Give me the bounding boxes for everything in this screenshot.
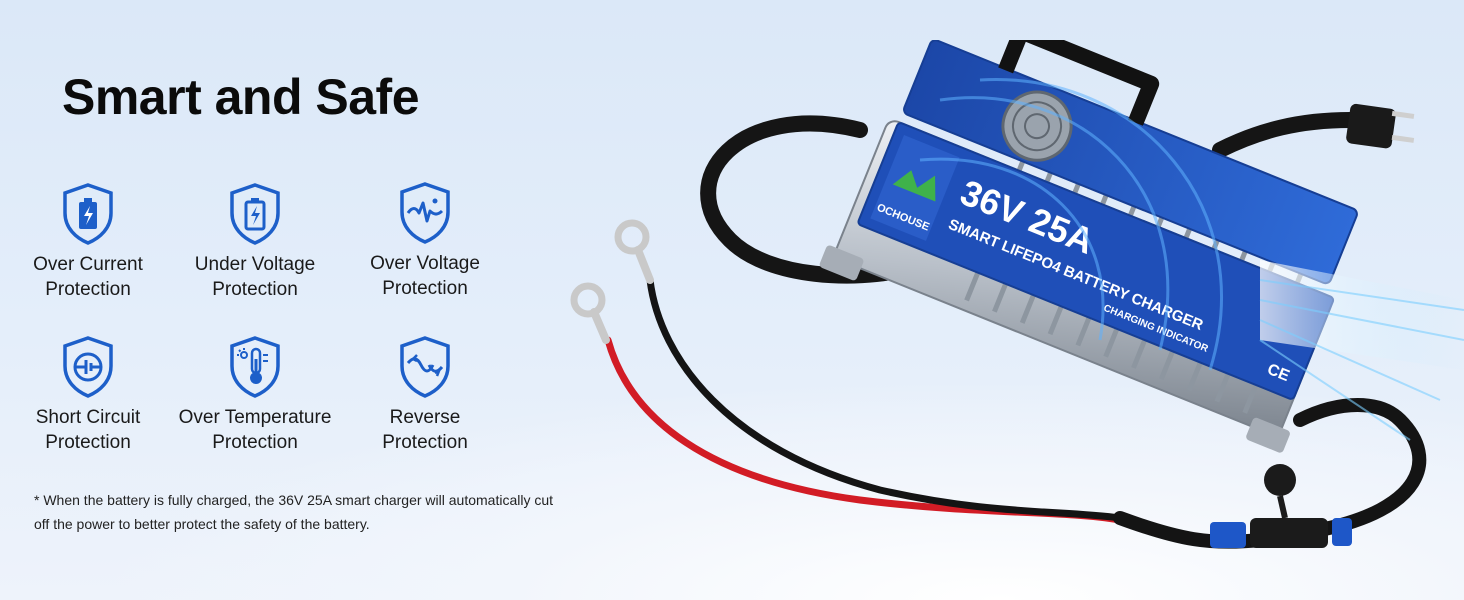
reverse-shield-icon xyxy=(400,336,450,398)
footnote: * When the battery is fully charged, the… xyxy=(34,488,634,536)
feature-label-line1: Over Current xyxy=(33,254,143,275)
feature-over-voltage: Over Voltage Protection xyxy=(340,181,510,301)
feature-label-line2: Protection xyxy=(212,432,298,453)
battery-bolt-shield-icon xyxy=(230,183,280,245)
feature-over-temperature: Over Temperature Protection xyxy=(170,335,340,455)
feature-label-line2: Protection xyxy=(45,279,131,300)
feature-label-line2: Protection xyxy=(212,279,298,300)
feature-label-line1: Under Voltage xyxy=(194,254,316,275)
thermometer-shield-icon xyxy=(230,336,280,398)
battery-shield-icon xyxy=(63,183,113,245)
feature-label-line1: Over Voltage xyxy=(370,253,480,274)
page-title: Smart and Safe xyxy=(62,69,420,125)
feature-label-line1: Over Temperature xyxy=(178,407,332,428)
feature-label-line2: Protection xyxy=(382,432,468,453)
feature-reverse: Reverse Protection xyxy=(340,335,510,455)
footnote-line1: * When the battery is fully charged, the… xyxy=(34,492,554,508)
feature-label-line1: Short Circuit xyxy=(35,407,141,428)
ac-plug-icon xyxy=(1346,103,1415,149)
feature-label-line1: Reverse xyxy=(389,407,461,428)
feature-label-line2: Protection xyxy=(45,432,131,453)
feature-over-current: Over Current Protection xyxy=(3,182,173,302)
voltage-wave-shield-icon xyxy=(400,182,450,244)
dc-connector-icon xyxy=(1210,464,1352,548)
charger-product-image: OCHOUSE 36V 25A SMART LIFEPO4 BATTERY CH… xyxy=(570,40,1464,549)
feature-under-voltage: Under Voltage Protection xyxy=(170,182,340,302)
feature-label-line2: Protection xyxy=(382,278,468,299)
feature-short-circuit: Short Circuit Protection xyxy=(3,335,173,455)
footnote-line2: off the power to better protect the safe… xyxy=(34,516,370,532)
short-circuit-shield-icon xyxy=(63,336,113,398)
